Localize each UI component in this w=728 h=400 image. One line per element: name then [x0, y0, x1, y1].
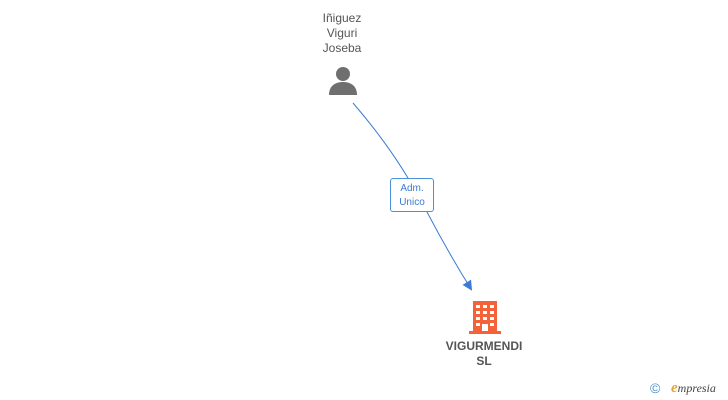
company-name-line-2: SL [476, 354, 492, 368]
brand-logo[interactable]: empresia [671, 380, 716, 396]
relation-label-line-1: Adm. [400, 183, 424, 194]
edge-person-to-label [352, 102, 409, 179]
person-name-line-1: Iñiguez [322, 11, 362, 25]
person-name[interactable]: Iñiguez Viguri Joseba [290, 11, 394, 56]
relation-label[interactable]: Adm. Unico [390, 178, 434, 212]
person-name-line-2: Viguri [326, 26, 358, 40]
brand-logo-text: mpresia [677, 381, 716, 395]
person-icon[interactable] [328, 66, 358, 96]
company-name[interactable]: VIGURMENDI SL [414, 339, 554, 369]
building-icon[interactable] [467, 299, 503, 335]
brand-logo-initial: e [671, 380, 678, 396]
relation-label-line-2: Unico [399, 197, 425, 208]
copyright-icon: © [650, 380, 661, 396]
person-name-line-3: Joseba [322, 41, 362, 55]
company-name-line-1: VIGURMENDI [445, 339, 523, 353]
edge-label-to-company [426, 211, 473, 291]
